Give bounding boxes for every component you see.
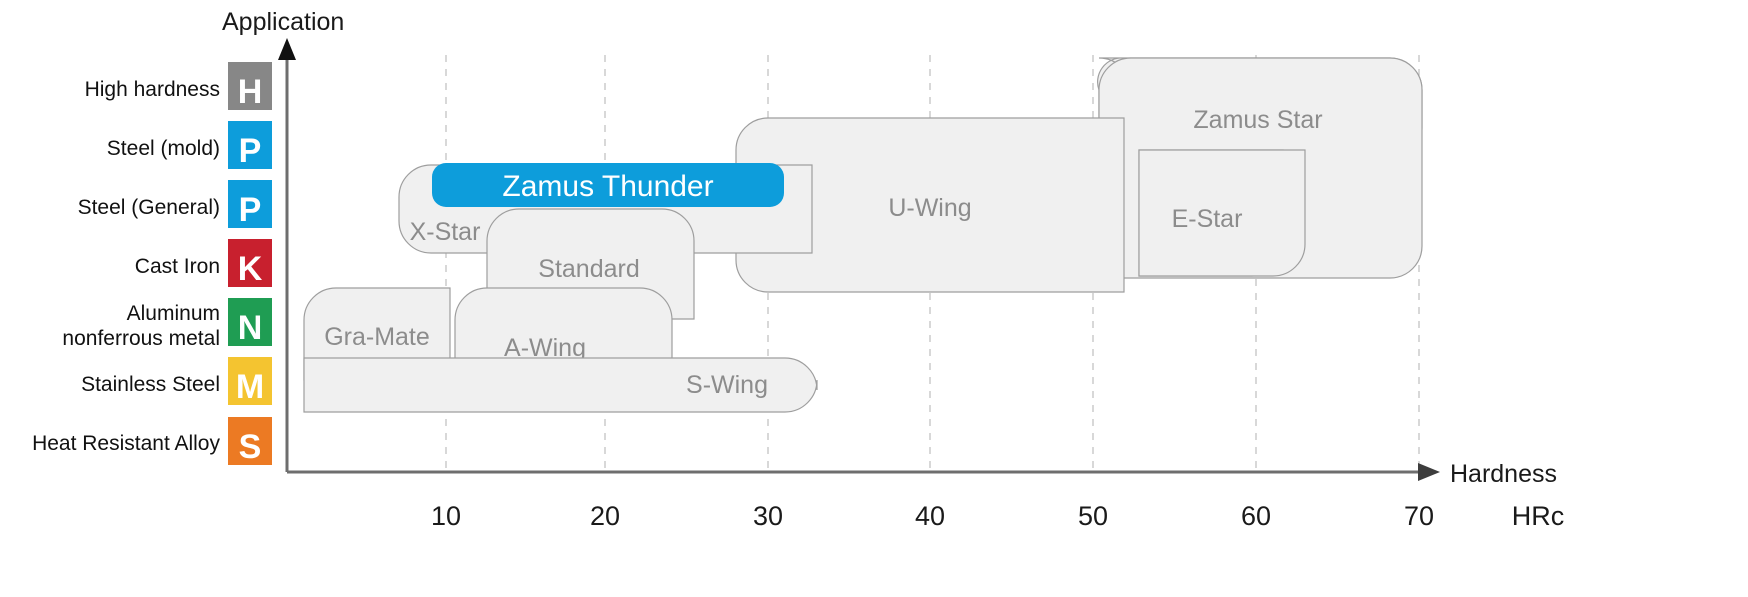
badge-letter-p1: P: [239, 132, 262, 170]
badge-aluminum: [228, 298, 272, 346]
box-label-u-wing: U-Wing: [888, 194, 971, 222]
y-axis-title: Application: [222, 8, 344, 36]
x-tick-70: 70: [1404, 501, 1434, 531]
box-label-zamus-star: Zamus Star: [1193, 106, 1322, 134]
axes: [278, 38, 1440, 481]
x-tick-40: 40: [915, 501, 945, 531]
x-tick-20: 20: [590, 501, 620, 531]
category-label-aluminum-line2: nonferrous metal: [62, 327, 220, 350]
x-tick-30: 30: [753, 501, 783, 531]
category-label-stainless-steel: Stainless Steel: [81, 373, 220, 396]
x-tick-labels: 10 20 30 40 50 60 70: [431, 501, 1434, 531]
badge-cast-iron: [228, 239, 272, 287]
box-label-s-wing: S-Wing: [686, 371, 768, 399]
badge-letter-s: S: [239, 428, 262, 466]
box-label-x-star: X-Star: [410, 218, 481, 246]
box-e-star-body[interactable]: [1138, 149, 1306, 277]
box-label-a-wing: A-Wing: [504, 334, 586, 362]
product-boxes: Zamus Star U-Wing E-Star X-Star Standard…: [303, 57, 1423, 413]
badge-letter-k: K: [238, 250, 263, 288]
box-label-zamus-thunder: Zamus Thunder: [502, 170, 713, 203]
x-axis-arrow: [1418, 463, 1440, 481]
badge-letter-n: N: [238, 309, 263, 347]
x-tick-50: 50: [1078, 501, 1108, 531]
badge-stainless-steel: [228, 357, 272, 405]
x-axis-title: Hardness: [1450, 460, 1557, 488]
category-labels: High hardness Steel (mold) Steel (Genera…: [32, 78, 220, 455]
badge-letter-p2: P: [239, 191, 262, 229]
category-label-steel-mold: Steel (mold): [107, 137, 220, 160]
box-s-wing[interactable]: [303, 357, 818, 413]
category-label-steel-general: Steel (General): [78, 196, 220, 219]
category-label-high-hardness: High hardness: [85, 78, 220, 101]
badge-heat-resistant-alloy: [228, 417, 272, 465]
box-label-gra-mate: Gra-Mate: [324, 323, 430, 351]
box-label-standard: Standard: [538, 255, 639, 283]
box-u-wing[interactable]: [735, 117, 1125, 293]
badge-high-hardness: [228, 62, 272, 110]
badge-letter-h: H: [238, 73, 263, 111]
box-zamus-thunder[interactable]: [432, 163, 784, 207]
x-tick-10: 10: [431, 501, 461, 531]
x-axis-unit: HRc: [1512, 501, 1565, 531]
badge-steel-general: [228, 180, 272, 228]
category-label-aluminum-line1: Aluminum: [127, 302, 220, 325]
x-tick-60: 60: [1241, 501, 1271, 531]
category-badges: H P P K N M S: [228, 62, 272, 466]
y-axis-arrow: [278, 38, 296, 60]
category-label-heat-resistant-alloy: Heat Resistant Alloy: [32, 432, 220, 455]
badge-letter-m: M: [236, 368, 264, 406]
category-label-cast-iron: Cast Iron: [135, 255, 220, 278]
badge-steel-mold: [228, 121, 272, 169]
box-label-e-star: E-Star: [1172, 205, 1243, 233]
